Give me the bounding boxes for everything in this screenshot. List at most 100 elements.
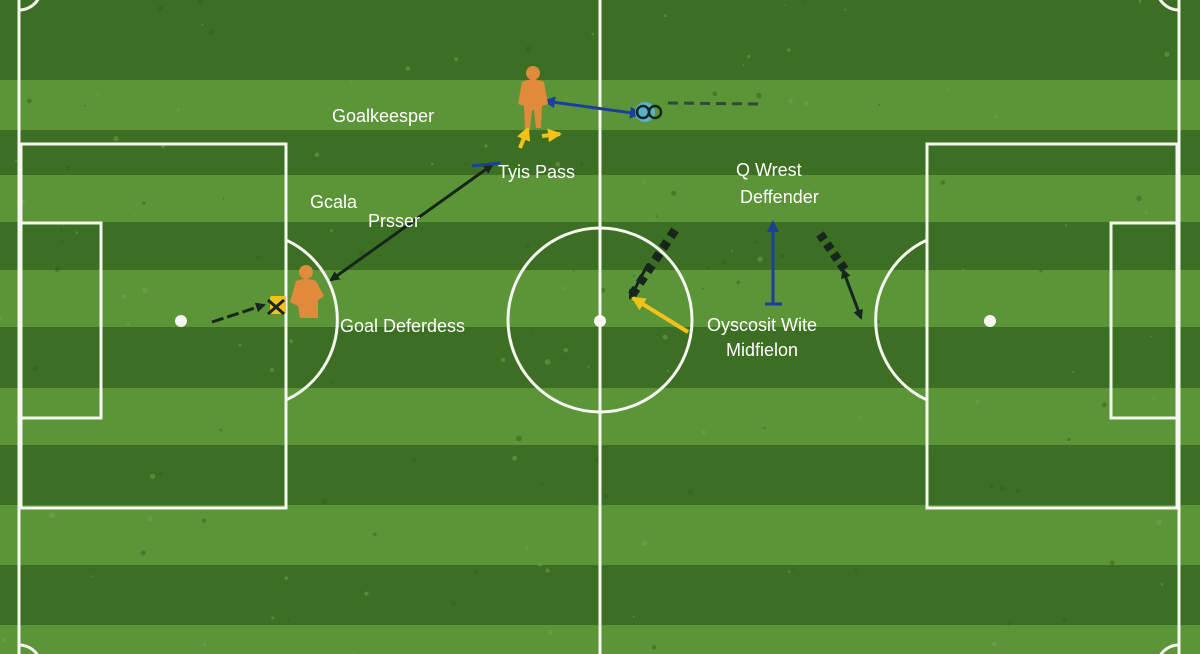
x-mark [267, 298, 285, 316]
grass-speck [158, 5, 163, 11]
grass-speck [96, 93, 100, 96]
grass-speck [1039, 269, 1043, 273]
grass-speck [742, 64, 745, 66]
grass-speck [572, 270, 575, 273]
grass-speck [140, 550, 146, 556]
grass-speck [791, 567, 794, 570]
grass-speck [516, 435, 522, 442]
grass-speck [642, 180, 646, 185]
grass-speck [126, 323, 131, 327]
grass-speck [844, 8, 847, 11]
grass-speck [113, 136, 119, 142]
grass-speck [544, 359, 551, 365]
grass-speck [756, 92, 762, 99]
yellow-arrow [631, 296, 690, 334]
grass-speck [373, 532, 377, 537]
center-circle [506, 226, 694, 414]
grass-speck [255, 255, 261, 260]
right-penalty-arc [874, 238, 928, 402]
grass-speck [500, 357, 506, 363]
grass-speck [219, 428, 222, 432]
dark-double-arrow-right [841, 268, 863, 320]
pass-double-arrow [329, 163, 494, 282]
grass-speck [201, 23, 204, 26]
grass-speck [1067, 437, 1071, 442]
grass-speck [784, 4, 787, 6]
grass-speck [60, 239, 64, 244]
left-penalty-arc [285, 238, 339, 402]
grass-speck [314, 152, 320, 158]
grass-speck [1072, 370, 1074, 373]
grass-speck [1062, 618, 1066, 622]
grass-speck [1150, 335, 1153, 338]
corner-arc-top-left [18, 0, 40, 12]
grass-speck [701, 287, 704, 290]
label-gcala: Gcala [310, 192, 358, 212]
grass-speck [142, 287, 148, 294]
grass-speck [801, 0, 805, 4]
grass-speck [142, 201, 146, 205]
label-goalkeeper: Goalkeesper [332, 106, 434, 126]
grass-speck [655, 215, 658, 218]
grass-speck [561, 286, 565, 290]
grass-speck [791, 323, 798, 330]
grass-speck [454, 57, 459, 62]
grass-speck [121, 294, 127, 300]
grass-speck [26, 98, 32, 104]
label-defender: Deffender [740, 187, 819, 207]
grass-speck [524, 546, 529, 551]
grass-speck [1160, 583, 1164, 586]
grass-speck [858, 416, 862, 420]
grass-speck [1064, 224, 1068, 227]
grass-speck [664, 14, 667, 18]
grass-speck [359, 249, 365, 256]
grass-speck [787, 570, 791, 573]
touchline-boundary [17, 0, 1181, 654]
grass-speck [788, 98, 793, 104]
defender-run-arrow [211, 302, 266, 324]
right-goal-area [1109, 221, 1179, 420]
grass-speck [1144, 210, 1148, 215]
grass-speck [763, 427, 766, 430]
grass-speck [947, 88, 950, 91]
pitch-lines [17, 0, 1181, 654]
grass-speck [591, 32, 595, 36]
grass-speck [604, 494, 609, 499]
grass-speck [662, 334, 668, 340]
grass-speck [736, 280, 741, 285]
grass-speck [319, 624, 321, 627]
grass-speck [1152, 396, 1156, 400]
grass-speck [1000, 486, 1005, 492]
label-tyis-pass: Tyis Pass [498, 162, 575, 182]
grass-speck [202, 642, 207, 647]
grass-speck [632, 615, 635, 618]
grass-speck [1101, 402, 1107, 408]
corner-arc-bottom-right [1159, 643, 1180, 654]
grass-speck [525, 46, 532, 53]
grass-speck [530, 330, 533, 333]
grass-speck [1138, 0, 1142, 3]
grass-speck [594, 457, 600, 463]
label-passer: Prsser [368, 211, 420, 231]
grass-speck [962, 268, 965, 271]
pass-blue-tick [471, 161, 501, 168]
grass-speck [780, 253, 786, 259]
grass-speck [804, 101, 809, 106]
label-midfielder: Midfielon [726, 340, 798, 360]
grass-speck [150, 473, 156, 480]
grass-speck [651, 645, 657, 650]
grass-speck [271, 616, 275, 620]
grass-speck [197, 0, 204, 5]
grass-speck [666, 369, 669, 372]
grass-speck [989, 484, 994, 488]
grass-speck [54, 267, 60, 272]
grass-speck [464, 161, 468, 165]
grass-speck [158, 471, 163, 476]
dark-dashed-run-right [816, 231, 849, 273]
grass-speck [75, 231, 79, 234]
grass-speck [48, 512, 55, 518]
grass-speck [208, 29, 215, 36]
